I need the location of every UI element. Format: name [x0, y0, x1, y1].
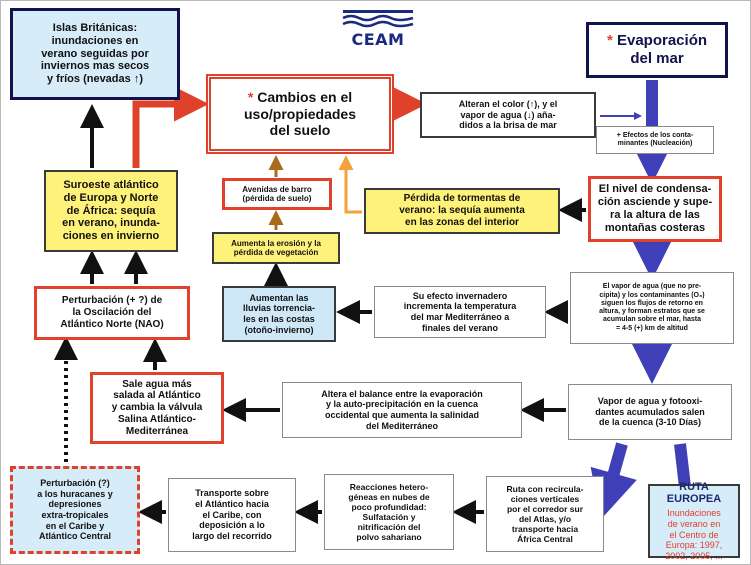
node-lluvias-text: Aumentan las lluvias torrencia- les en l…	[242, 292, 316, 335]
node-perturbacion-huracanes: Perturbación (?) a los huracanes y depre…	[10, 466, 140, 554]
arrow-suroeste-to-cambios	[132, 86, 209, 168]
node-avenidas-barro: Avenidas de barro (pérdida de suelo)	[222, 178, 332, 210]
node-balance-text: Altera el balance entre la evaporación y…	[321, 388, 483, 431]
asterisk-icon: *	[606, 32, 613, 50]
ceam-logo: CEAM	[333, 8, 423, 49]
node-ruta-recirculaciones: Ruta con recircula- ciones verticales po…	[486, 476, 604, 552]
node-ruta-europea-title: RUTA EUROPEA	[666, 480, 722, 506]
node-nivel-condensacion: El nivel de condensa- ción asciende y su…	[588, 176, 722, 242]
node-vapor-contaminantes: El vapor de agua (que no pre- cipita) y …	[570, 272, 734, 344]
node-huracanes-text: Perturbación (?) a los huracanes y depre…	[37, 478, 113, 542]
node-cambios-uso-suelo: * Cambios en el uso/propiedades del suel…	[206, 74, 394, 154]
node-aumentan-lluvias: Aumentan las lluvias torrencia- les en l…	[222, 286, 336, 342]
node-sale-agua-text: Sale agua más salada al Atlántico y camb…	[111, 378, 203, 437]
node-alteran-text: Alteran el color (↑), y el vapor de agua…	[458, 99, 558, 131]
node-perturbacion-nao: Perturbación (+ ?) de la Oscilación del …	[34, 286, 190, 340]
node-efectos-text: + Efectos de los conta- minantes (Nuclea…	[616, 131, 694, 147]
node-suroeste-atlantico: Suroeste atlántico de Europa y Norte de …	[44, 170, 178, 252]
node-alteran-color: Alteran el color (↑), y el vapor de agua…	[420, 92, 596, 138]
node-efectos-contaminantes: + Efectos de los conta- minantes (Nuclea…	[596, 126, 714, 154]
node-vapor-contaminantes-text: El vapor de agua (que no pre- cipita) y …	[599, 283, 705, 332]
node-efecto-invernadero: Su efecto invernadero incrementa la temp…	[374, 286, 546, 338]
arrow-to-ruta-africa	[590, 442, 637, 520]
node-fotooxidantes-text: Vapor de agua y fotooxi- dantes acumulad…	[595, 396, 705, 428]
node-cambios-text: Cambios en el uso/propiedades del suelo	[243, 89, 357, 139]
node-reacciones-text: Reacciones hetero- géneas en nubes de po…	[348, 481, 430, 543]
node-nao-text: Perturbación (+ ?) de la Oscilación del …	[60, 295, 164, 330]
node-islas-text: Islas Británicas: inundaciones en verano…	[40, 21, 150, 86]
node-transporte-atlantico: Transporte sobre el Atlántico hacia el C…	[168, 478, 296, 552]
node-perdida-text: Pérdida de tormentas de verano: la sequí…	[399, 193, 525, 228]
logo-text: CEAM	[351, 30, 405, 49]
node-ruta-text: Ruta con recircula- ciones verticales po…	[506, 483, 584, 545]
node-islas-britanicas: Islas Británicas: inundaciones en verano…	[10, 8, 180, 100]
node-vapor-fotooxidantes: Vapor de agua y fotooxi- dantes acumulad…	[568, 384, 732, 440]
node-aumenta-erosion: Aumenta la erosión y la pérdida de veget…	[212, 232, 340, 264]
node-ruta-europea-text: Inundaciones de verano en el Centro de E…	[665, 508, 723, 561]
node-erosion-text: Aumenta la erosión y la pérdida de veget…	[231, 238, 321, 257]
node-cambios-content: * Cambios en el uso/propiedades del suel…	[244, 89, 356, 139]
node-reacciones-heterogeneas: Reacciones hetero- géneas en nubes de po…	[324, 474, 454, 550]
node-evaporacion-mar: * Evaporación del mar	[586, 22, 728, 78]
node-avenidas-text: Avenidas de barro (pérdida de suelo)	[242, 184, 312, 203]
node-invernadero-text: Su efecto invernadero incrementa la temp…	[403, 290, 517, 333]
node-altera-balance: Altera el balance entre la evaporación y…	[282, 382, 522, 438]
arrow-perdida-to-cambios	[338, 155, 362, 214]
waves-icon	[342, 10, 414, 28]
node-sale-agua-salada: Sale agua más salada al Atlántico y camb…	[90, 372, 224, 444]
node-condensacion-text: El nivel de condensa- ción asciende y su…	[597, 183, 713, 234]
node-evaporacion-text: Evaporación del mar	[616, 32, 708, 67]
asterisk-icon: *	[247, 89, 254, 106]
node-transporte-text: Transporte sobre el Atlántico hacia el C…	[192, 488, 272, 541]
node-suroeste-text: Suroeste atlántico de Europa y Norte de …	[62, 178, 160, 243]
node-perdida-tormentas: Pérdida de tormentas de verano: la sequí…	[364, 188, 560, 234]
node-evaporacion-content: * Evaporación del mar	[607, 32, 707, 67]
node-ruta-europea: RUTA EUROPEA Inundaciones de verano en e…	[648, 480, 740, 561]
